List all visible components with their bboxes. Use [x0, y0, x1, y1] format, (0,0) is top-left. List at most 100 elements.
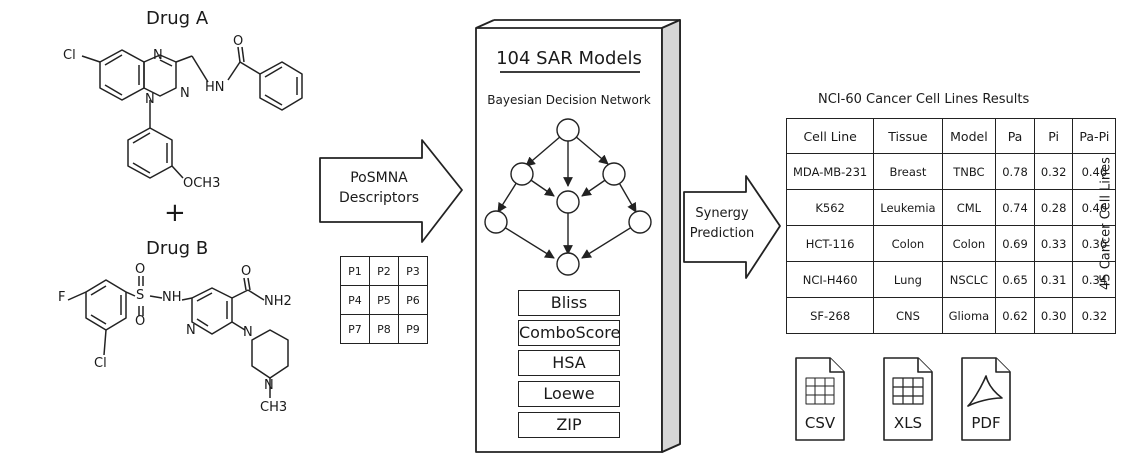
- atom-label: N: [243, 325, 253, 340]
- table-cell: MDA-MB-231: [785, 153, 875, 190]
- acrobat-icon: [967, 375, 1003, 407]
- atom-label: OCH3: [183, 176, 221, 191]
- table-cell: 0.65: [995, 261, 1035, 298]
- atom-label: N: [153, 48, 163, 63]
- table-cell: HCT-116: [785, 225, 875, 262]
- table-cell: Colon: [941, 225, 997, 262]
- atom-label: CH3: [260, 400, 288, 415]
- descriptor-arrow: [319, 139, 463, 243]
- atom-label: S: [136, 288, 145, 303]
- table-cell: 0.32: [1033, 153, 1074, 190]
- descriptor-arrow-line2: Descriptors: [338, 190, 420, 206]
- table-cell: 0.62: [995, 297, 1035, 334]
- descriptor-cell: P5: [369, 285, 399, 315]
- table-cell: Breast: [873, 153, 943, 190]
- synergy-arrow: [683, 175, 781, 279]
- atom-label: F: [58, 290, 66, 305]
- atom-label: N: [186, 323, 196, 338]
- descriptor-arrow-line1: PoSMNA: [350, 170, 408, 186]
- drug-b-title: Drug B: [146, 238, 209, 259]
- descriptor-cell: P1: [340, 256, 370, 286]
- score-box-comboscore: ComboScore: [518, 320, 620, 346]
- table-row: SF-268 CNS Glioma 0.62 0.30 0.32: [785, 297, 1117, 334]
- descriptor-cell: P8: [369, 314, 399, 344]
- plus-sign: +: [164, 198, 186, 228]
- network-node: [556, 190, 580, 214]
- atom-label: O: [135, 262, 146, 277]
- column-header: Model: [941, 118, 997, 154]
- table-cell: TNBC: [941, 153, 997, 190]
- cell-lines-side-label: 45 Cancer Cell Lines: [1098, 157, 1114, 290]
- drug-a-structure: [81, 46, 303, 179]
- synergy-arrow-line1: Synergy: [695, 206, 749, 221]
- xls-file-label[interactable]: XLS: [893, 414, 923, 432]
- descriptor-cell: P7: [340, 314, 370, 344]
- network-node: [484, 210, 508, 234]
- descriptor-cell: P2: [369, 256, 399, 286]
- atom-label: N: [145, 92, 155, 107]
- network-title: Bayesian Decision Network: [487, 93, 651, 107]
- table-cell: 0.31: [1033, 261, 1074, 298]
- drug-a-title: Drug A: [146, 8, 209, 29]
- atom-label: N: [264, 378, 274, 393]
- score-box-bliss: Bliss: [518, 290, 620, 316]
- atom-label: O: [135, 314, 146, 329]
- descriptor-cell: P4: [340, 285, 370, 315]
- pdf-file-label[interactable]: PDF: [971, 414, 1001, 432]
- table-cell: 0.30: [1033, 297, 1074, 334]
- table-cell: SF-268: [785, 297, 875, 334]
- network-nodes: [484, 118, 652, 276]
- table-icon: [892, 377, 924, 405]
- csv-file-label[interactable]: CSV: [804, 414, 836, 432]
- spreadsheet-icon: [805, 377, 835, 405]
- network-node: [556, 252, 580, 276]
- table-cell: Colon: [873, 225, 943, 262]
- atom-label: Cl: [63, 48, 76, 63]
- column-header: Pi: [1033, 118, 1074, 154]
- table-cell: 0.69: [995, 225, 1035, 262]
- table-cell: 0.46: [1072, 153, 1117, 190]
- table-cell: Leukemia: [873, 189, 943, 226]
- results-table: Cell Line Tissue Model Pa Pi Pa-Pi MDA-M…: [785, 118, 1117, 334]
- table-cell: NSCLC: [941, 261, 997, 298]
- table-cell: K562: [785, 189, 875, 226]
- atom-label: HN: [205, 80, 225, 95]
- column-header: Tissue: [873, 118, 943, 154]
- descriptor-grid: P1 P2 P3 P4 P5 P6 P7 P8 P9: [340, 256, 428, 344]
- network-node: [510, 162, 534, 186]
- table-row: NCI-H460 Lung NSCLC 0.65 0.31 0.34: [785, 261, 1117, 298]
- score-box-zip: ZIP: [518, 412, 620, 438]
- table-row: MDA-MB-231 Breast TNBC 0.78 0.32 0.46: [785, 153, 1117, 190]
- drug-b-structure: [67, 276, 289, 398]
- descriptor-cell: P3: [398, 256, 428, 286]
- table-cell: 0.28: [1033, 189, 1074, 226]
- atom-label: NH2: [264, 294, 292, 309]
- table-cell: 0.32: [1072, 297, 1117, 334]
- descriptor-cell: P6: [398, 285, 428, 315]
- atom-label: O: [241, 264, 252, 279]
- column-header: Pa: [995, 118, 1035, 154]
- results-title: NCI-60 Cancer Cell Lines Results: [818, 92, 1030, 107]
- table-header-row: Cell Line Tissue Model Pa Pi Pa-Pi: [785, 118, 1117, 154]
- column-header: Cell Line: [785, 118, 875, 154]
- atom-label: N: [180, 86, 190, 101]
- network-node: [628, 210, 652, 234]
- table-cell: Glioma: [941, 297, 997, 334]
- score-box-loewe: Loewe: [518, 381, 620, 407]
- score-box-hsa: HSA: [518, 350, 620, 376]
- table-cell: 0.46: [1072, 189, 1117, 226]
- table-cell: NCI-H460: [785, 261, 875, 298]
- network-node: [602, 162, 626, 186]
- atom-label: Cl: [94, 356, 107, 371]
- table-cell: 0.74: [995, 189, 1035, 226]
- atom-label: O: [233, 34, 244, 49]
- table-row: HCT-116 Colon Colon 0.69 0.33 0.36: [785, 225, 1117, 262]
- table-cell: Lung: [873, 261, 943, 298]
- column-header: Pa-Pi: [1072, 118, 1117, 154]
- table-cell: 0.78: [995, 153, 1035, 190]
- table-row: K562 Leukemia CML 0.74 0.28 0.46: [785, 189, 1117, 226]
- network-node: [556, 118, 580, 142]
- descriptor-cell: P9: [398, 314, 428, 344]
- atom-label: NH: [162, 290, 182, 305]
